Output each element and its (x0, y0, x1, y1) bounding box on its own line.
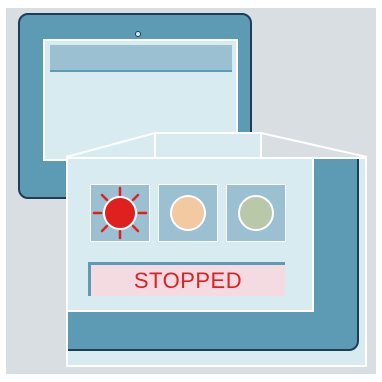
status-label: STOPPED (134, 268, 242, 294)
tablet-screen (43, 39, 238, 161)
red-light-icon (91, 185, 149, 241)
light-slot-amber (158, 184, 218, 242)
green-light-icon (238, 195, 274, 231)
status-badge: STOPPED (88, 262, 285, 296)
light-slot-green (226, 184, 286, 242)
light-slot-red (90, 184, 150, 242)
amber-light-icon (170, 195, 206, 231)
camera-icon (135, 31, 141, 37)
tablet-screen-header (50, 45, 232, 72)
